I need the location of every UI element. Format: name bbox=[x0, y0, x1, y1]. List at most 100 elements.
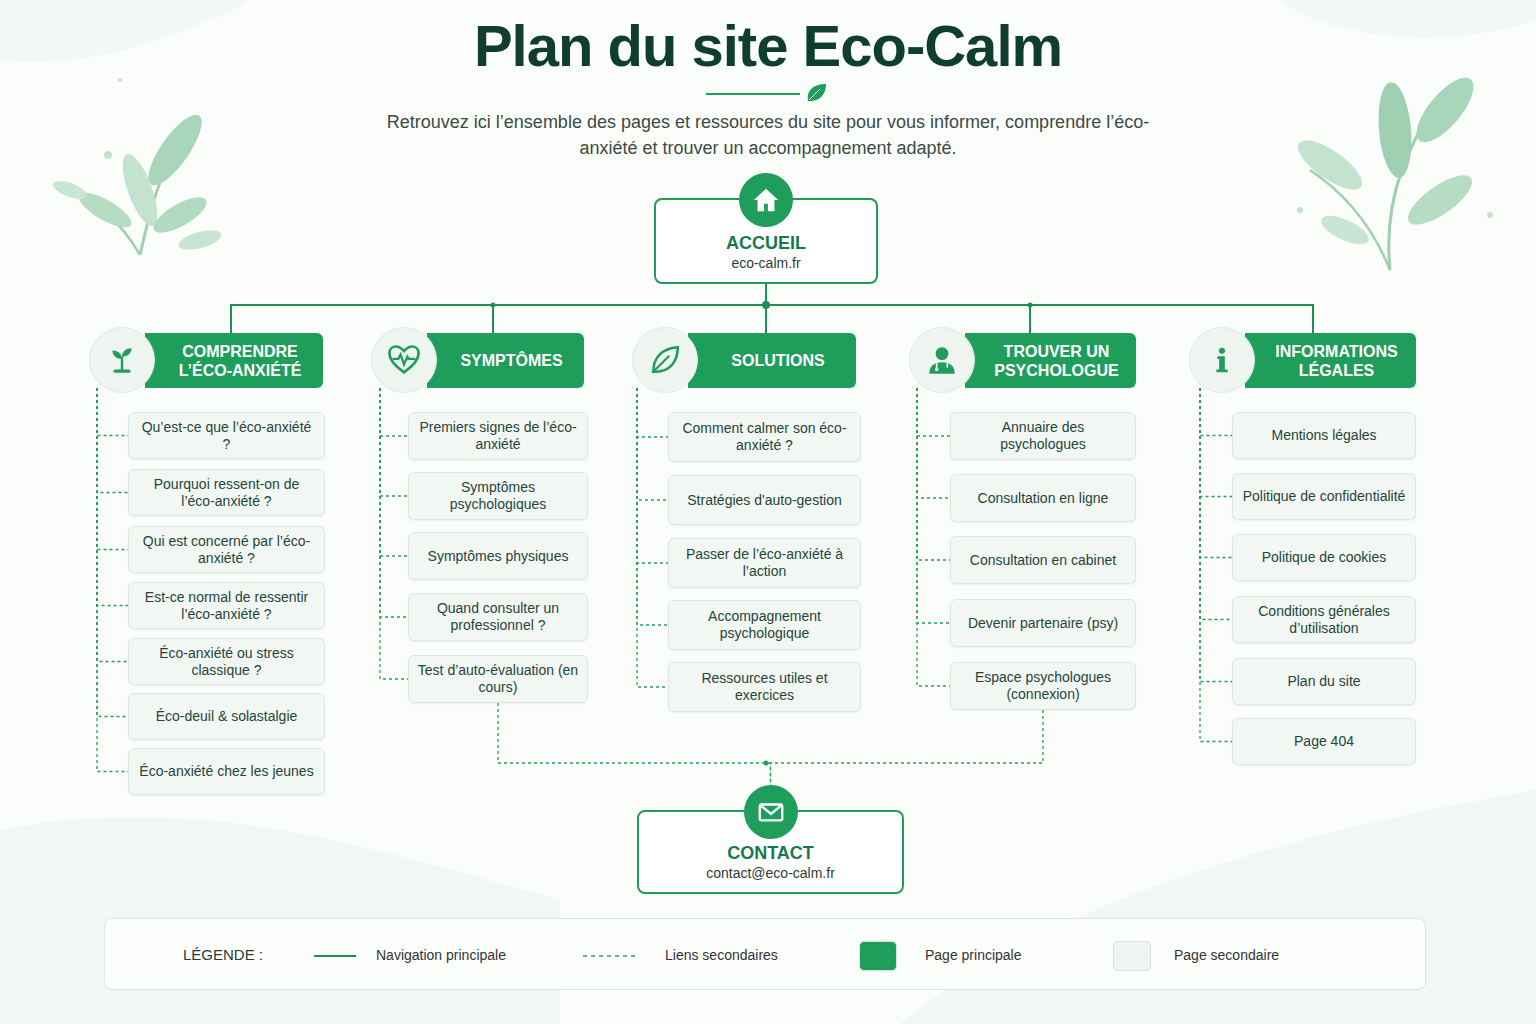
secondary-link bbox=[637, 388, 668, 437]
drawn-shape bbox=[1317, 210, 1373, 250]
drawn-shape bbox=[648, 343, 682, 377]
node-title: Premiers signes de l’éco-anxiété bbox=[417, 419, 579, 453]
drawn-shape bbox=[1216, 356, 1227, 372]
secondary-link bbox=[380, 388, 408, 436]
secondary-link bbox=[917, 388, 950, 623]
secondary-link bbox=[1200, 388, 1232, 620]
drawn-shape bbox=[105, 343, 139, 377]
page-title: Plan du site Eco-Calm bbox=[0, 12, 1536, 79]
drawn-shape bbox=[1207, 345, 1237, 375]
secondary-page-box: Pourquoi ressent-on de l’éco-anxiété ? bbox=[128, 469, 325, 516]
secondary-page-box: Consultation en ligne bbox=[950, 474, 1136, 522]
connectors bbox=[97, 284, 1313, 810]
secondary-link bbox=[380, 388, 408, 679]
drawn-shape bbox=[386, 342, 422, 378]
secondary-page-box: Mentions légales bbox=[1232, 412, 1416, 459]
drawn-shape bbox=[1375, 81, 1415, 179]
legend-heading: LÉGENDE : bbox=[183, 946, 263, 964]
drawn-shape bbox=[122, 348, 132, 357]
secondary-page-box: Premiers signes de l’éco-anxiété bbox=[408, 412, 588, 460]
legend-line-sample bbox=[314, 953, 356, 959]
node-title: INFORMATIONS LÉGALES bbox=[1263, 342, 1410, 380]
drawn-shape bbox=[139, 108, 210, 193]
drawn-shape bbox=[706, 93, 800, 95]
node-title: Éco-anxiété ou stress classique ? bbox=[137, 645, 316, 679]
node-title: Espace psychologues (connexion) bbox=[959, 669, 1127, 703]
secondary-link bbox=[97, 388, 128, 493]
secondary-page-box: Symptômes psychologiques bbox=[408, 472, 588, 520]
secondary-page-box: Quand consulter un professionnel ? bbox=[408, 593, 588, 641]
node-title: Consultation en cabinet bbox=[970, 552, 1116, 569]
legend-text: Page secondaire bbox=[1174, 946, 1279, 964]
section-icon bbox=[632, 327, 698, 393]
main-link bbox=[766, 284, 1313, 333]
secondary-page-box: Accompagnement psychologique bbox=[668, 600, 861, 650]
node-title: COMPRENDRE L’ÉCO-ANXIÉTÉ bbox=[163, 342, 317, 380]
section-header: COMPRENDRE L’ÉCO-ANXIÉTÉ bbox=[89, 333, 323, 388]
secondary-link bbox=[917, 388, 950, 560]
secondary-page-box: Éco-anxiété ou stress classique ? bbox=[128, 638, 325, 685]
drawn-shape bbox=[1219, 348, 1225, 354]
drawn-shape bbox=[0, 0, 250, 62]
secondary-page-box: Passer de l’éco-anxiété à l’action bbox=[668, 538, 861, 588]
node-title: Accompagnement psychologique bbox=[677, 608, 852, 642]
main-link bbox=[493, 284, 766, 333]
node-subtitle: eco-calm.fr bbox=[731, 254, 800, 272]
node-title: CONTACT bbox=[727, 842, 814, 864]
section-icon bbox=[909, 327, 975, 393]
drawn-shape bbox=[1297, 207, 1303, 213]
drawn-shape bbox=[936, 347, 949, 360]
drawn-shape bbox=[104, 151, 112, 159]
main-page-box: ACCUEILeco-calm.fr bbox=[654, 198, 878, 284]
node-title: Conditions générales d’utilisation bbox=[1241, 603, 1407, 637]
node-title: Consultation en ligne bbox=[978, 490, 1109, 507]
secondary-page-box: Qui est concerné par l’éco-anxiété ? bbox=[128, 526, 325, 573]
drawn-shape bbox=[491, 303, 496, 308]
secondary-link bbox=[1200, 388, 1232, 558]
node-title: SOLUTIONS bbox=[731, 351, 824, 370]
secondary-link bbox=[380, 388, 408, 496]
drawn-shape bbox=[583, 955, 638, 957]
legend-text: Navigation principale bbox=[376, 946, 506, 964]
drawn-shape bbox=[1487, 212, 1493, 218]
legend-swatch bbox=[859, 941, 897, 971]
legend-panel: LÉGENDE :Navigation principaleLiens seco… bbox=[104, 918, 1426, 990]
secondary-page-box: Plan du site bbox=[1232, 658, 1416, 705]
node-title: Symptômes psychologiques bbox=[417, 479, 579, 513]
secondary-page-box: Politique de confidentialité bbox=[1232, 473, 1416, 520]
secondary-page-box: Est-ce normal de ressentir l’éco-anxiété… bbox=[128, 582, 325, 629]
drawn-shape bbox=[393, 354, 416, 364]
section-header: INFORMATIONS LÉGALES bbox=[1189, 333, 1416, 388]
node-title: Pourquoi ressent-on de l’éco-anxiété ? bbox=[137, 476, 316, 510]
drawn-shape bbox=[756, 797, 786, 827]
node-title: Symptômes physiques bbox=[428, 548, 569, 565]
main-page-box: CONTACTcontact@eco-calm.fr bbox=[637, 810, 904, 894]
secondary-link bbox=[1200, 388, 1232, 682]
secondary-link bbox=[637, 388, 668, 500]
node-title: TROUVER UN PSYCHOLOGUE bbox=[983, 342, 1130, 380]
secondary-page-box: Comment calmer son éco-anxiété ? bbox=[668, 412, 861, 462]
node-title: Est-ce normal de ressentir l’éco-anxiété… bbox=[137, 589, 316, 623]
node-title: Politique de confidentialité bbox=[1243, 488, 1406, 505]
drawn-shape bbox=[754, 189, 778, 212]
secondary-link bbox=[637, 388, 668, 563]
secondary-page-box: Éco-anxiété chez les jeunes bbox=[128, 748, 325, 795]
secondary-link bbox=[917, 388, 950, 436]
node-title: Quand consulter un professionnel ? bbox=[417, 600, 579, 634]
secondary-link bbox=[97, 388, 128, 662]
node-title: Éco-deuil & solastalgie bbox=[156, 708, 298, 725]
node-title: SYMPTÔMES bbox=[460, 351, 562, 370]
secondary-link bbox=[380, 388, 408, 617]
drawn-shape bbox=[314, 955, 356, 957]
secondary-link bbox=[380, 388, 408, 556]
main-link bbox=[231, 284, 766, 333]
drawn-shape bbox=[1401, 167, 1479, 234]
drawn-shape bbox=[114, 370, 131, 373]
section-header: SYMPTÔMES bbox=[371, 333, 584, 388]
secondary-link bbox=[97, 388, 128, 606]
drawn-shape bbox=[389, 347, 418, 373]
drawn-shape bbox=[760, 805, 781, 813]
drawn-shape bbox=[762, 301, 770, 309]
secondary-link bbox=[97, 388, 128, 772]
